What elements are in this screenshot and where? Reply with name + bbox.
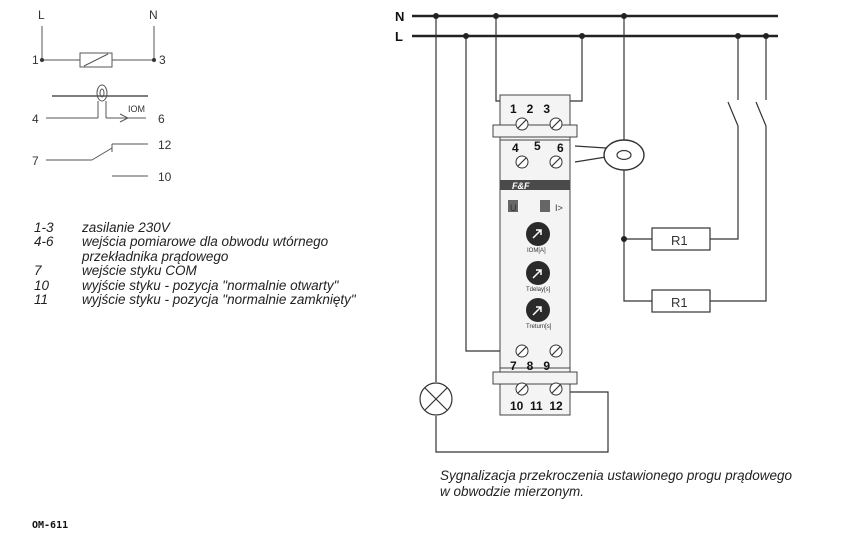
- indicator-i: I>: [555, 203, 563, 213]
- symbol-t4: 4: [32, 112, 39, 126]
- legend-text: wyjście styku - pozycja "normalnie zamkn…: [82, 292, 356, 308]
- symbol-t10: 10: [158, 170, 172, 184]
- terminal-6: 6: [557, 141, 564, 155]
- relay-brand: F&F: [512, 181, 530, 191]
- legend-text: zasilanie 230V: [82, 220, 170, 235]
- wire-L-label: L: [395, 29, 403, 44]
- terminal-legend: 1-3 zasilanie 230V 4-6 wejścia pomiarowe d…: [34, 220, 356, 308]
- terminals-bottom: 7 8 9: [510, 359, 550, 373]
- knob-iom-label: IOM[A]: [527, 248, 546, 254]
- legend-text: wejścia pomiarowe dla obwodu wtórnego: [82, 234, 329, 250]
- legend-row: 7 wejście styku COM: [34, 263, 356, 279]
- legend-num: 10: [34, 277, 50, 293]
- terminals-output: 10 11 12: [510, 399, 563, 413]
- legend-row: 10 wyjście styku - pozycja "normalnie otw…: [34, 277, 356, 293]
- legend-text: wejście styku COM: [82, 263, 197, 279]
- indicator-u: U: [510, 203, 517, 213]
- legend-row: przekładnika prądowego: [34, 248, 356, 264]
- signal-lamp-icon: [419, 382, 453, 416]
- model-code: OM-611: [32, 520, 69, 531]
- diagram-caption: Sygnalizacja przekroczenia ustawionego p…: [440, 468, 840, 500]
- symbol-t12: 12: [158, 138, 172, 152]
- symbol-L: L: [38, 8, 45, 22]
- current-transformer: [603, 139, 645, 171]
- knob-delay-label: Tdelay[s]: [526, 287, 551, 293]
- legend-num: 11: [34, 292, 49, 308]
- knob-iom: [526, 222, 550, 246]
- symbol-t7: 7: [32, 154, 39, 168]
- load-2-label: R1: [671, 295, 688, 310]
- legend-num: 7: [34, 263, 42, 279]
- knob-return: [526, 298, 550, 322]
- symbol-N: N: [149, 8, 158, 22]
- caption-line-1: Sygnalizacja przekroczenia ustawionego p…: [440, 468, 792, 483]
- terminal-dots: [40, 58, 156, 62]
- symbol-t6: 6: [158, 112, 165, 126]
- wire-N-label: N: [395, 9, 404, 24]
- supply-lines: [412, 14, 778, 38]
- caption-line-2: w obwodzie mierzonym.: [440, 484, 585, 499]
- wires: [435, 16, 767, 453]
- symbol-iom: IOM: [128, 104, 145, 114]
- legend-text: przekładnika prądowego: [82, 248, 229, 264]
- knob-return-label: Treturn[s]: [526, 324, 552, 330]
- legend-num: 4-6: [34, 234, 54, 250]
- knob-delay: [526, 261, 550, 285]
- legend-row: 11 wyjście styku - pozycja "normalnie zam…: [34, 292, 356, 308]
- terminal-screw-slots: [517, 119, 561, 394]
- legend-num: 1-3: [34, 220, 54, 235]
- load-1-label: R1: [671, 233, 688, 248]
- terminal-symbol: [41, 26, 155, 177]
- legend-row: 1-3 zasilanie 230V: [34, 220, 356, 235]
- terminal-4: 4: [512, 141, 519, 155]
- symbol-t3: 3: [159, 53, 166, 67]
- relay-module: [492, 94, 578, 416]
- terminals-top: 1 2 3: [510, 102, 550, 116]
- junction-dots: [433, 13, 769, 242]
- symbol-t1: 1: [32, 53, 39, 67]
- load-resistors: [651, 227, 711, 313]
- legend-row: 4-6 wejścia pomiarowe dla obwodu wtórnego: [34, 234, 356, 250]
- legend-num: [34, 250, 82, 264]
- terminal-5: 5: [534, 139, 541, 153]
- legend-text: wyjście styku - pozycja "normalnie otwar…: [82, 277, 339, 293]
